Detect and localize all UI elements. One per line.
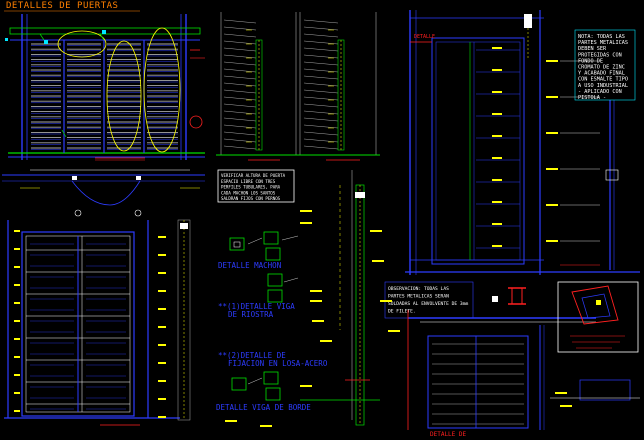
label-detalle-bottom-right: DETALLE DE (430, 431, 467, 438)
center-vertical-section (300, 170, 380, 426)
note-line: - APLICADO CON (578, 89, 622, 95)
note-line: OBSERVACION: TODAS LAS (388, 286, 449, 292)
plan-detail-left (2, 169, 205, 217)
detail-borde-graphic (231, 371, 281, 401)
label-losa-2: FIJACION EN LOSA-ACERO (228, 359, 328, 368)
note-line: CON ESMALTE TIPO (578, 77, 628, 83)
boxed-subdetail (557, 281, 639, 353)
note-line: A USO INDUSTRIAL (578, 83, 628, 89)
dimension-marks (225, 210, 572, 427)
note-line: CADA MACHON LOS SANTOS (221, 190, 276, 195)
detail-riostra-graphic (267, 273, 299, 303)
label-detalle-machon: DETALLE MACHON (218, 261, 281, 270)
note-line: PROTEGIDAS CON (578, 52, 622, 58)
section-detail-top-middle (216, 12, 380, 161)
note-line: DEBEN SER (578, 46, 607, 52)
note-line: FONDO DE (578, 58, 603, 64)
note-line: DE FILETE. (388, 309, 416, 315)
note-line: PISTOLA - (578, 95, 606, 101)
bottom-right-detail: DETALLE DE (407, 287, 640, 438)
note-line: SALDRAN FIJOS CON PERNOS (221, 196, 281, 201)
note-line: PERFILES TUBULARES, PARA (221, 185, 281, 190)
note-line: Y ACABADO FINAL (578, 71, 625, 77)
note-line: NOTA: TODAS LAS (578, 34, 625, 40)
label-riostra-1: **(1)DETALLE VIGA (218, 302, 295, 311)
door-elevation-bottom-left (4, 219, 191, 426)
drawing-title: DETALLES DE PUERTAS (6, 1, 118, 11)
door-elevation-top-right: DETALLE (405, 10, 640, 275)
svg-text:DETALLE: DETALLE (414, 34, 435, 40)
note-line: VERIFICAR ALTURA DE PUERTA (221, 173, 286, 178)
label-detalle-viga-borde: DETALLE VIGA DE BORDE (216, 403, 311, 412)
label-riostra-2: DE RIOSTRA (228, 310, 274, 319)
note-line: PARTES METALICAS (578, 40, 628, 46)
door-elevation-top-left (5, 14, 205, 161)
note-line: CROMATO DE ZINC (578, 65, 625, 71)
note-line: PARTES METALICAS SERAN (388, 294, 449, 300)
middle-detail-group: DETALLE MACHON **(1)DETALLE VIGA DE RIOS… (216, 231, 328, 412)
note-line: ESPACIO LIBRE CON TRES (221, 179, 276, 184)
label-losa-1: **(2)DETALLE DE (218, 351, 286, 360)
detail-machon-graphic (229, 231, 299, 261)
note-line: SOLDADAS AL ENVOLVENTE DE 3mm (388, 301, 468, 307)
